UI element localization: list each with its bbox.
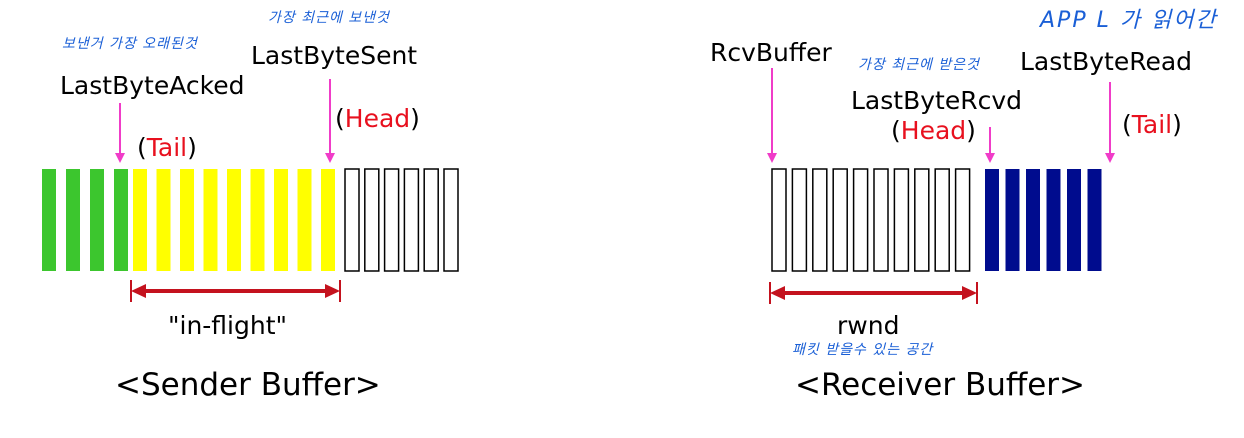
- receiver-cell-received: [985, 169, 999, 271]
- note-most-recent-received: 가장 최근에 받은것: [858, 57, 980, 73]
- sender-head-label: (Head): [335, 104, 420, 133]
- receiver-tail-label: (Tail): [1122, 110, 1182, 139]
- sender-cell-empty: [383, 168, 400, 272]
- rwnd-label: rwnd: [837, 311, 900, 340]
- receiver-buffer-title: <Receiver Buffer>: [795, 367, 1086, 403]
- sender-cell-inflight: [156, 169, 171, 271]
- sender-cell-inflight: [203, 169, 218, 271]
- last-byte-read-label: LastByteRead: [1020, 47, 1193, 76]
- sender-cell-inflight: [321, 169, 335, 271]
- inflight-label: "in-flight": [168, 311, 288, 340]
- sender-cell-acked: [66, 169, 80, 271]
- sender-cell-inflight: [227, 169, 241, 271]
- note-receivable-space: 패킷 받을수 있는 공간: [792, 342, 934, 358]
- receiver-cell-empty: [812, 168, 828, 272]
- receiver-cell-received: [1026, 169, 1040, 271]
- receiver-cell-empty: [832, 168, 848, 272]
- sender-cell-empty: [344, 168, 360, 272]
- sender-cell-empty: [423, 168, 439, 272]
- receiver-cell-received: [1067, 169, 1081, 271]
- sender-cell-empty: [403, 168, 420, 272]
- sender-cell-acked: [90, 169, 104, 271]
- receiver-cell-empty: [791, 168, 808, 272]
- receiver-cell-empty: [954, 168, 971, 272]
- receiver-cell-empty: [893, 168, 910, 272]
- sender-cell-inflight: [180, 169, 194, 271]
- last-byte-acked-label: LastByteAcked: [60, 71, 245, 100]
- sender-buffer-title: <Sender Buffer>: [115, 367, 381, 403]
- sender-cell-inflight: [133, 169, 147, 271]
- receiver-cell-empty: [934, 168, 950, 272]
- receiver-cell-received: [1046, 169, 1061, 271]
- receiver-cell-received: [1087, 169, 1102, 271]
- sender-tail-label: (Tail): [137, 133, 197, 162]
- sender-cell-empty: [364, 168, 380, 272]
- receiver-cell-empty: [852, 168, 869, 272]
- rwnd-range-arrow: [769, 282, 978, 304]
- note-most-recent-sent: 가장 최근에 보낸것: [268, 10, 390, 26]
- note-app-read: APP L 가 읽어간: [1040, 8, 1218, 33]
- receiver-cell-received: [1005, 169, 1020, 271]
- receiver-head-label: (Head): [891, 116, 976, 145]
- receiver-buffer-cells: [771, 168, 1102, 272]
- sender-cell-acked: [114, 169, 128, 271]
- sender-cell-acked: [42, 169, 56, 271]
- sender-cell-inflight: [297, 169, 312, 271]
- inflight-range-arrow: [130, 280, 341, 302]
- last-byte-sent-label: LastByteSent: [251, 41, 418, 70]
- receiver-cell-empty: [873, 168, 889, 272]
- rcv-buffer-label: RcvBuffer: [710, 38, 832, 67]
- sender-cell-empty: [443, 168, 459, 272]
- receiver-cell-empty: [771, 168, 787, 272]
- note-oldest-sent: 보낸거 가장 오래된것: [62, 36, 198, 52]
- sender-buffer-cells: [42, 168, 459, 272]
- receiver-cell-empty: [914, 168, 930, 272]
- sender-cell-inflight: [250, 169, 265, 271]
- last-byte-rcvd-label: LastByteRcvd: [851, 86, 1022, 115]
- sender-cell-inflight: [274, 169, 288, 271]
